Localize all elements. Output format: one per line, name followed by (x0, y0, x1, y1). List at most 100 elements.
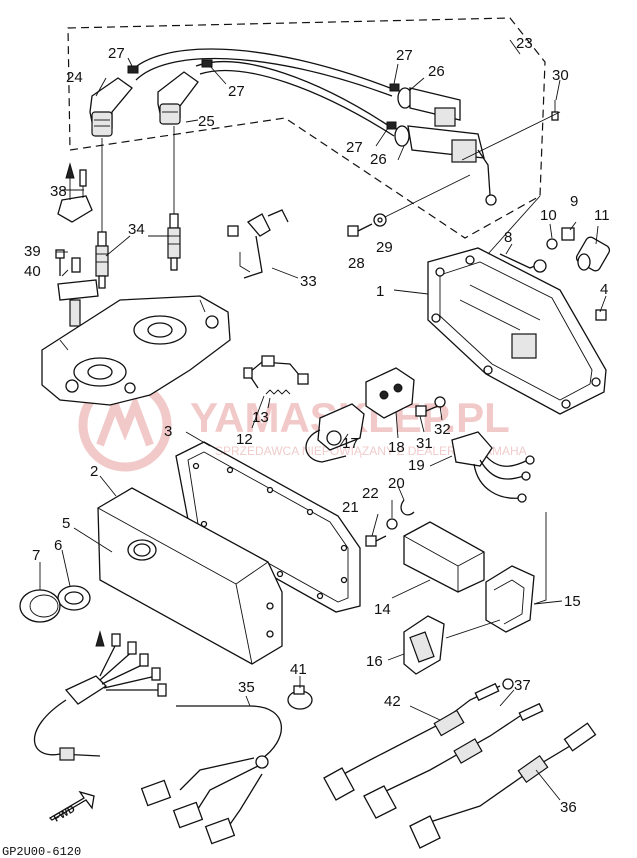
fwd-label: FWD (52, 804, 77, 825)
seal-ring-6 (57, 585, 91, 611)
cable-42 (323, 678, 514, 801)
washer-32 (434, 396, 446, 408)
bolt-4 (595, 309, 607, 321)
callout-3: 3 (164, 423, 172, 440)
callout-8: 8 (504, 229, 512, 246)
callout-11: 11 (594, 207, 610, 224)
callout-16: 16 (366, 653, 383, 670)
bolt-30 (551, 100, 559, 121)
callout-37: 37 (514, 677, 531, 694)
callout-12: 12 (236, 431, 253, 448)
drawing-code: GP2U00-6120 (2, 845, 81, 858)
washer-29 (373, 213, 387, 227)
cable-19 (451, 431, 535, 503)
callout-6: 6 (54, 537, 62, 554)
callout-39: 39 (24, 243, 41, 260)
clip-20 (400, 499, 415, 516)
callout-33: 33 (300, 273, 317, 290)
bolt-39 (55, 249, 65, 276)
callout-18: 18 (388, 439, 405, 456)
bracket-15 (485, 565, 535, 633)
cap-7 (19, 589, 61, 623)
spark-plug-right (167, 213, 181, 271)
watermark-logo-mark (96, 393, 154, 447)
callout-31: 31 (416, 435, 433, 452)
callout-27d: 27 (346, 139, 363, 156)
lead-wire-12 (243, 355, 309, 389)
ignition-coil-lower (394, 125, 497, 206)
callout-27a: 27 (108, 45, 125, 62)
bolt-9 (561, 227, 575, 241)
callout-27b: 27 (228, 83, 245, 100)
clip-41 (287, 685, 313, 710)
callout-27c: 27 (396, 47, 413, 64)
callout-13: 13 (252, 409, 269, 426)
leader-30 (461, 111, 561, 161)
fwd-arrow-icon: FWD (48, 790, 95, 825)
bracket-8 (499, 253, 547, 273)
cover-2 (97, 487, 283, 665)
cdi-unit-14 (403, 521, 485, 593)
callout-9: 9 (570, 193, 578, 210)
cable-37 (363, 702, 544, 819)
ignition-coil-upper (397, 87, 461, 127)
callout-26a: 26 (428, 63, 445, 80)
bolt-28 (347, 223, 373, 237)
callout-1: 1 (376, 283, 384, 300)
callout-4: 4 (600, 281, 608, 298)
electrical-box-1 (427, 247, 607, 415)
callout-30: 30 (552, 67, 569, 84)
washer-10 (546, 238, 558, 250)
callout-25: 25 (198, 113, 215, 130)
sensor-38 (57, 162, 93, 223)
callout-22: 22 (362, 485, 379, 502)
cable-36 (409, 722, 597, 849)
holder-16 (403, 615, 445, 675)
ignition-group-boundary (67, 17, 546, 239)
callout-29: 29 (376, 239, 393, 256)
callout-2: 2 (90, 463, 98, 480)
callout-41: 41 (290, 661, 307, 678)
callout-42: 42 (384, 693, 401, 710)
bushing-11 (575, 236, 611, 272)
callout-17: 17 (342, 435, 359, 452)
bolt-31 (415, 405, 439, 417)
callout-14: 14 (374, 601, 391, 618)
callout-34: 34 (128, 221, 145, 238)
spring-13 (265, 389, 291, 395)
callout-21: 21 (342, 499, 359, 516)
washer-22 (386, 518, 398, 530)
spark-plug-left (95, 231, 109, 289)
leader-28-29 (384, 174, 471, 218)
callout-5: 5 (62, 515, 70, 532)
callout-leaders (39, 39, 607, 801)
relay-17 (305, 403, 365, 463)
callout-7: 7 (32, 547, 40, 564)
callout-28: 28 (348, 255, 365, 272)
starter-relay-18 (365, 367, 415, 419)
callout-15: 15 (564, 593, 581, 610)
bracket-33 (227, 209, 289, 279)
watermark-subtext: SPRZEDAWCA NIEPOWIĄZANY Z DEALEREM YAMAH… (215, 444, 527, 458)
callout-24: 24 (66, 69, 83, 86)
spark-plug-cap-24 (89, 77, 133, 137)
spark-plug-cap-25 (157, 71, 199, 125)
cylinder-head (41, 295, 231, 406)
callout-20: 20 (388, 475, 405, 492)
clamps-27 (127, 59, 400, 130)
callout-labels: 1 2 3 4 5 6 7 8 9 10 11 12 13 14 15 16 1… (24, 35, 610, 816)
callout-40: 40 (24, 263, 41, 280)
bolt-21 (365, 535, 387, 547)
callout-38: 38 (50, 183, 67, 200)
leader-15-16 (445, 512, 547, 639)
sensor-40 (57, 257, 99, 327)
callout-32: 32 (434, 421, 451, 438)
callout-19: 19 (408, 457, 425, 474)
leader-group-to-box (487, 195, 541, 255)
callout-35: 35 (238, 679, 255, 696)
wire-harness (33, 630, 167, 761)
callout-36: 36 (560, 799, 577, 816)
sub-harness-35 (140, 705, 283, 845)
